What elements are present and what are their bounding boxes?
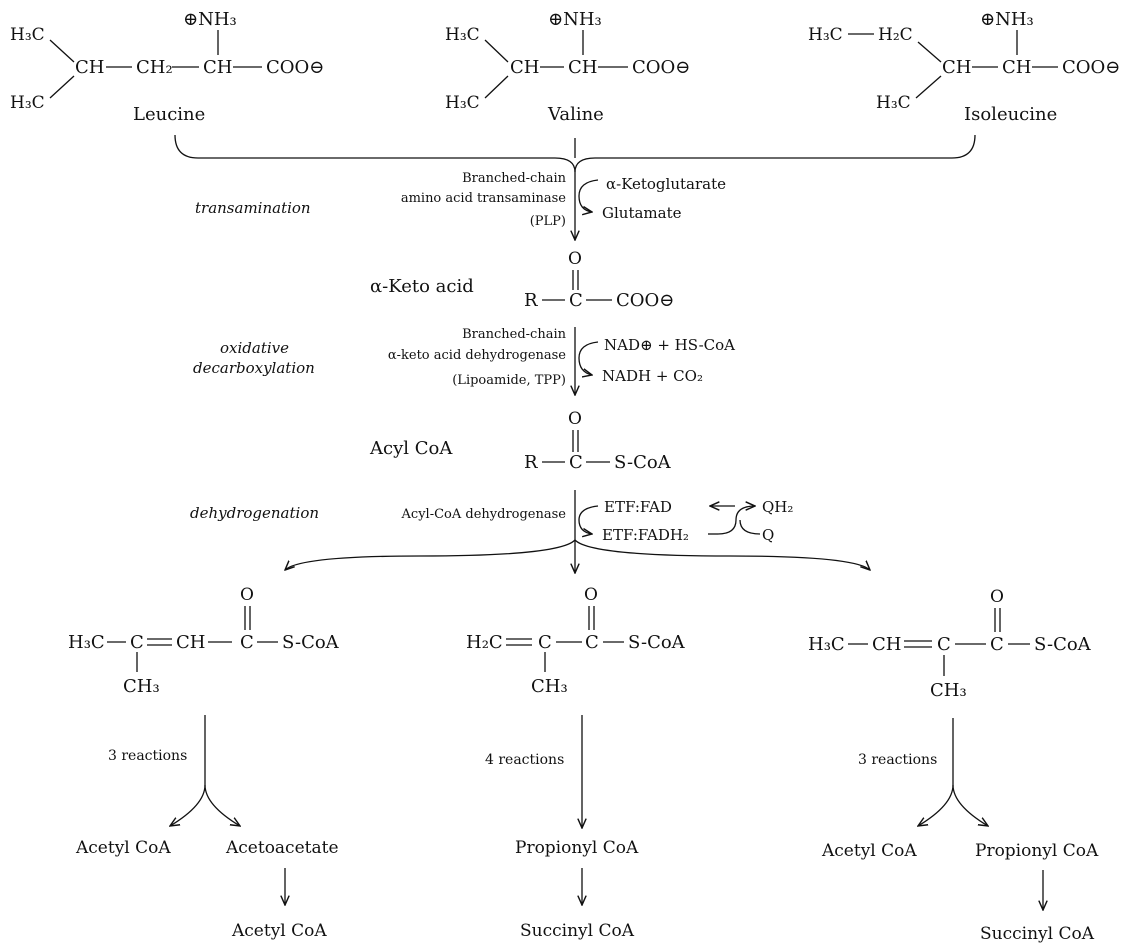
leucine-h3c-top: H₃C (10, 25, 45, 45)
keto-acid-o: O (568, 249, 582, 269)
right-acetyl-coa: Acetyl CoA (821, 841, 917, 861)
keto-acid-name: α-Keto acid (370, 276, 474, 297)
oxdecarb-label-1: oxidative (220, 339, 289, 357)
valine-name: Valine (547, 104, 604, 125)
valine-h3c-bottom: H₃C (445, 93, 480, 113)
dehydrogenase-name-2: α-keto acid dehydrogenase (388, 348, 566, 363)
right-c1: C (937, 634, 951, 655)
right-pathway: 3 reactions Acetyl CoA Propionyl CoA Suc… (821, 718, 1099, 944)
oxdecarb-label-2: decarboxylation (193, 359, 315, 377)
acyl-coa-name: Acyl CoA (369, 438, 453, 459)
right-propionyl-coa: Propionyl CoA (975, 841, 1099, 861)
left-ch3: CH₃ (123, 676, 160, 697)
oxidative-decarboxylation-step: oxidative decarboxylation Branched-chain… (193, 327, 735, 395)
left-acetyl-coa: Acetyl CoA (75, 838, 171, 858)
left-product-structure: O H₃C C CH C S-CoA CH₃ (68, 585, 340, 697)
leucine-name: Leucine (133, 104, 205, 125)
leucine-ch-alpha: CH (203, 57, 232, 78)
middle-c2: C (585, 632, 599, 653)
right-succinyl-coa: Succinyl CoA (980, 924, 1095, 944)
valine-ch-alpha: CH (568, 57, 597, 78)
glutamate: Glutamate (602, 204, 682, 222)
leucine-coo: COO⊖ (266, 57, 324, 78)
qh2: QH₂ (762, 498, 793, 516)
right-o: O (990, 587, 1004, 607)
right-h3c: H₃C (808, 634, 845, 655)
right-product-structure: O H₃C CH C C S-CoA CH₃ (808, 587, 1092, 701)
middle-propionyl-coa: Propionyl CoA (515, 838, 639, 858)
left-reactions: 3 reactions (108, 748, 187, 764)
acyl-coa-r: R (524, 452, 538, 473)
right-ch3: CH₃ (930, 680, 967, 701)
left-h3c: H₃C (68, 632, 105, 653)
isoleucine-name: Isoleucine (964, 104, 1057, 125)
valine-structure: ⊕NH₃ H₃C H₃C CH CH COO⊖ Valine (445, 9, 690, 125)
etf-fadh2: ETF:FADH₂ (602, 526, 689, 544)
isoleucine-h3c: H₃C (808, 25, 843, 45)
left-final-acetyl-coa: Acetyl CoA (231, 921, 327, 941)
middle-scoa: S-CoA (628, 632, 686, 653)
dehydrogenase-name-1: Branched-chain (462, 327, 567, 342)
transaminase-cofactor: (PLP) (530, 214, 566, 229)
left-acetoacetate: Acetoacetate (225, 838, 339, 858)
keto-acid-c: C (569, 290, 583, 311)
acyl-coa-o: O (568, 409, 582, 429)
leucine-nh3: ⊕NH₃ (183, 9, 237, 30)
right-reactions: 3 reactions (858, 752, 937, 768)
middle-reactions: 4 reactions (485, 752, 564, 768)
valine-coo: COO⊖ (632, 57, 690, 78)
keto-acid-r: R (524, 290, 538, 311)
left-scoa: S-CoA (282, 632, 340, 653)
isoleucine-nh3: ⊕NH₃ (980, 9, 1034, 30)
leucine-h3c-bottom: H₃C (10, 93, 45, 113)
transaminase-name-1: Branched-chain (462, 171, 567, 186)
dehydrogenase-cofactor: (Lipoamide, TPP) (452, 373, 566, 388)
middle-succinyl-coa: Succinyl CoA (520, 921, 635, 941)
etf-fad: ETF:FAD (604, 498, 672, 516)
converging-bracket (174, 134, 976, 173)
isoleucine-ch-alpha: CH (1002, 57, 1031, 78)
right-ch: CH (872, 634, 901, 655)
isoleucine-h3c-bottom: H₃C (876, 93, 911, 113)
middle-h2c: H₂C (466, 632, 503, 653)
acyl-coa-scoa: S-CoA (614, 452, 672, 473)
leucine-structure: ⊕NH₃ H₃C H₃C CH CH₂ CH COO⊖ Leucine (10, 9, 324, 125)
isoleucine-ch: CH (942, 57, 971, 78)
left-ch: CH (176, 632, 205, 653)
isoleucine-structure: ⊕NH₃ H₃C H₂C H₃C CH CH COO⊖ Isoleucine (808, 9, 1120, 125)
leucine-ch: CH (75, 57, 104, 78)
middle-c1: C (538, 632, 552, 653)
isoleucine-coo: COO⊖ (1062, 57, 1120, 78)
leucine-ch2: CH₂ (136, 57, 173, 78)
right-c2: C (990, 634, 1004, 655)
transamination-label: transamination (195, 199, 311, 217)
valine-ch: CH (510, 57, 539, 78)
acyl-coa-structure: Acyl CoA O R C S-CoA (369, 409, 672, 473)
dehydrogenation-step: dehydrogenation Acyl-CoA dehydrogenase E… (190, 490, 870, 573)
keto-acid-structure: α-Keto acid O R C COO⊖ (370, 249, 674, 311)
middle-product-structure: O H₂C C C S-CoA CH₃ (466, 585, 686, 697)
acyl-coa-dehydrogenase: Acyl-CoA dehydrogenase (401, 507, 567, 522)
left-c1: C (130, 632, 144, 653)
acyl-coa-c: C (569, 452, 583, 473)
middle-ch3: CH₃ (531, 676, 568, 697)
left-pathway: 3 reactions Acetyl CoA Acetoacetate Acet… (75, 715, 339, 941)
transaminase-name-2: amino acid transaminase (401, 191, 566, 206)
right-scoa: S-CoA (1034, 634, 1092, 655)
valine-h3c-top: H₃C (445, 25, 480, 45)
left-o: O (240, 585, 254, 605)
nad-hscoa: NAD⊕ + HS-CoA (604, 336, 735, 354)
dehydrogenation-label: dehydrogenation (190, 504, 319, 522)
keto-acid-coo: COO⊖ (616, 290, 674, 311)
alpha-ketoglutarate: α-Ketoglutarate (606, 175, 726, 193)
middle-pathway: 4 reactions Propionyl CoA Succinyl CoA (485, 715, 639, 941)
transamination-step: transamination Branched-chain amino acid… (195, 171, 726, 240)
q: Q (762, 526, 774, 544)
valine-nh3: ⊕NH₃ (548, 9, 602, 30)
left-c2: C (240, 632, 254, 653)
nadh-co2: NADH + CO₂ (602, 367, 703, 385)
isoleucine-h2c: H₂C (878, 25, 913, 45)
middle-o: O (584, 585, 598, 605)
